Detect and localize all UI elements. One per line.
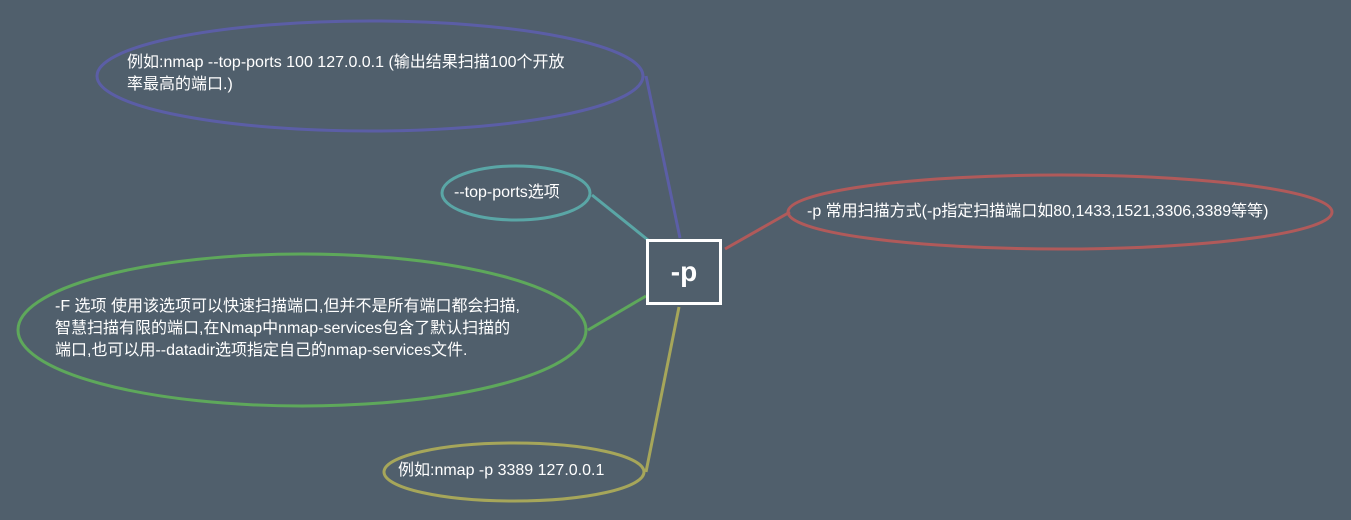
central-topic-label: -p xyxy=(670,256,698,287)
link-p-example xyxy=(644,306,681,473)
link-fast-scan xyxy=(587,294,647,332)
node-top-ports-example[interactable]: 例如:nmap --top-ports 100 127.0.0.1 (输出结果扫… xyxy=(127,52,565,96)
node-outline-common-usage xyxy=(786,173,1334,251)
node-outline-p-example xyxy=(382,441,646,503)
node-text-line: 智慧扫描有限的端口,在Nmap中nmap-services包含了默认扫描的 xyxy=(55,320,511,337)
node-text-line: -F 选项 使用该选项可以快速扫描端口,但并不是所有端口都会扫描, xyxy=(55,298,520,315)
node-fast-scan[interactable]: -F 选项 使用该选项可以快速扫描端口,但并不是所有端口都会扫描, 智慧扫描有限… xyxy=(55,296,520,362)
link-top-ports-option xyxy=(591,193,649,242)
node-outline-top-ports-option xyxy=(440,164,592,222)
node-text-line: 率最高的端口.) xyxy=(127,76,233,93)
node-text-line: 例如:nmap -p 3389 127.0.0.1 xyxy=(398,462,605,479)
link-top-ports-example xyxy=(644,75,682,239)
node-top-ports-option[interactable]: --top-ports选项 xyxy=(454,182,560,204)
node-outline-top-ports-example xyxy=(95,19,645,133)
node-common-usage[interactable]: -p 常用扫描方式(-p指定扫描端口如80,1433,1521,3306,338… xyxy=(807,201,1269,223)
node-text-line: --top-ports选项 xyxy=(454,184,560,201)
node-outline-fast-scan xyxy=(16,252,588,408)
node-p-example[interactable]: 例如:nmap -p 3389 127.0.0.1 xyxy=(398,460,604,482)
node-text-line: 例如:nmap --top-ports 100 127.0.0.1 (输出结果扫… xyxy=(127,54,565,71)
link-common-usage xyxy=(724,210,791,251)
node-text-line: -p 常用扫描方式(-p指定扫描端口如80,1433,1521,3306,338… xyxy=(807,203,1269,220)
node-text-line: 端口,也可以用--datadir选项指定自己的nmap-services文件. xyxy=(55,342,468,359)
central-topic[interactable]: -p xyxy=(646,239,722,305)
